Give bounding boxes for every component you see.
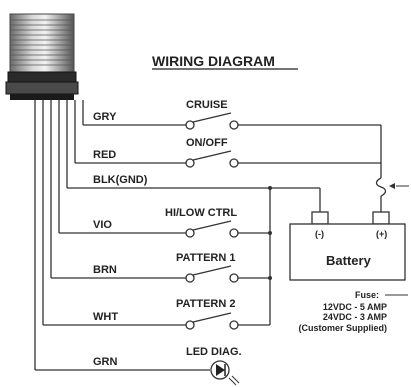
switch-hi-low-ctrl: [185, 220, 239, 238]
switch-label-cruise: CRUISE: [186, 99, 228, 111]
wire-label-red: RED: [93, 149, 116, 161]
switch-label-pattern-1: PATTERN 1: [176, 252, 236, 264]
wire-label-brn: BRN: [93, 264, 117, 276]
switch-pattern-2: [185, 312, 239, 330]
battery-icon: [289, 211, 406, 281]
battery-positive-label: (+): [376, 229, 387, 239]
wire-label-blk-gnd: BLK(GND): [93, 174, 148, 186]
fuse-spec-24v: 24VDC - 3 AMP: [323, 312, 387, 322]
diagram-title: WIRING DIAGRAM: [152, 53, 275, 69]
fuse-icon: [375, 177, 409, 197]
beacon-light-icon: [5, 13, 79, 100]
switch-pattern-1: [185, 265, 239, 283]
switch-label-pattern-2: PATTERN 2: [176, 298, 236, 310]
switch-label-hi-low-ctrl: HI/LOW CTRL: [165, 207, 237, 219]
switch-on-off: [185, 150, 239, 168]
fuse-spec-12v: 12VDC - 5 AMP: [323, 302, 387, 312]
switch-label-led-diag: LED DIAG.: [186, 346, 242, 358]
switch-cruise: [185, 112, 239, 130]
wire-label-grn: GRN: [93, 356, 118, 368]
battery-label: Battery: [326, 253, 372, 268]
led-diag-icon: [210, 360, 240, 386]
battery-negative-label: (-): [315, 229, 324, 239]
wire-label-wht: WHT: [93, 311, 118, 323]
fuse-label: Fuse:: [355, 290, 379, 300]
wire-bundle: [34, 100, 84, 370]
switch-label-on-off: ON/OFF: [186, 137, 228, 149]
wire-label-vio: VIO: [93, 219, 112, 231]
fuse-customer-supplied: (Customer Supplied): [298, 323, 387, 333]
wire-label-gry: GRY: [93, 111, 117, 123]
